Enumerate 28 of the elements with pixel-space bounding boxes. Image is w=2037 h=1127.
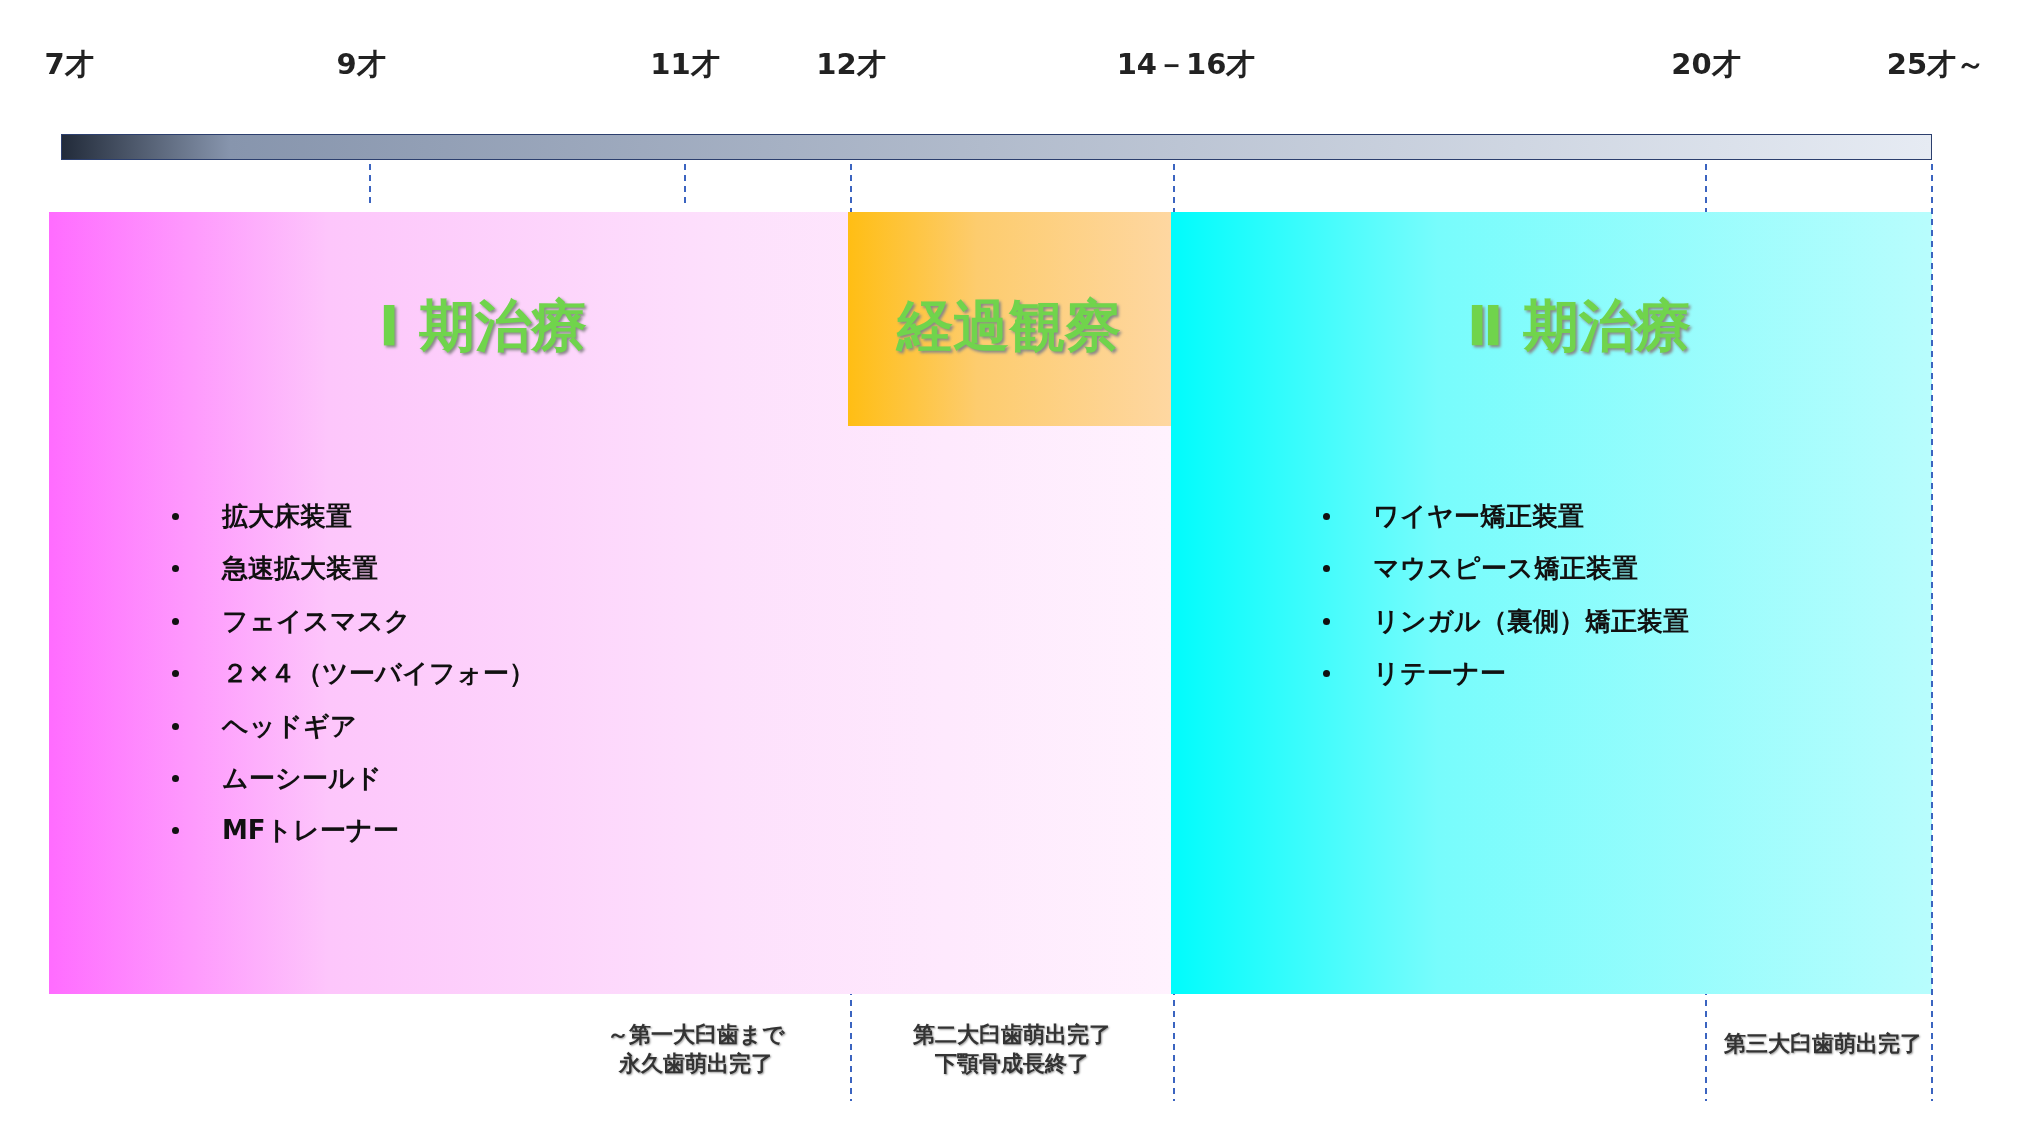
phase-band bbox=[848, 212, 1171, 426]
age-label: 25才～ bbox=[1886, 46, 1986, 83]
list-item: ワイヤー矯正装置 bbox=[1373, 501, 1584, 531]
list-item: リンガル（裏側）矯正装置 bbox=[1373, 605, 1689, 636]
list-item: リテーナー bbox=[1373, 658, 1506, 689]
age-label: 20才 bbox=[1671, 46, 1741, 83]
list-item: フェイスマスク bbox=[222, 605, 411, 636]
list-item: マウスピース矯正装置 bbox=[1373, 553, 1638, 584]
age-label: 9才 bbox=[336, 46, 386, 83]
age-label: 11才 bbox=[650, 46, 720, 83]
list-item: ムーシールド bbox=[222, 762, 382, 793]
phase-panel bbox=[1171, 212, 1932, 994]
milestone-note: 第二大臼歯萌出完了下顎骨成長終了 bbox=[912, 1021, 1112, 1078]
age-label: 14－16才 bbox=[1116, 46, 1256, 83]
age-label: 7才 bbox=[44, 46, 94, 83]
phase-panel bbox=[49, 212, 1171, 994]
phase-title: Ⅱ 期治療 bbox=[1466, 292, 1692, 360]
list-item: MFトレーナー bbox=[222, 815, 399, 846]
list-item: 急速拡大装置 bbox=[222, 553, 378, 584]
age-label: 12才 bbox=[816, 46, 886, 83]
milestone-note: 第三大臼歯萌出完了 bbox=[1724, 1030, 1922, 1058]
milestone-note: ～第一大臼歯まで永久歯萌出完了 bbox=[606, 1021, 786, 1078]
timeline-bar bbox=[61, 134, 1932, 160]
list-item: ヘッドギア bbox=[222, 710, 357, 741]
phase-title: Ⅰ 期治療 bbox=[378, 292, 588, 360]
list-item: 拡大床装置 bbox=[222, 501, 352, 531]
phase-title: 経過観察 bbox=[897, 292, 1121, 360]
list-item: ２×４（ツーバイフォー） bbox=[222, 658, 535, 689]
